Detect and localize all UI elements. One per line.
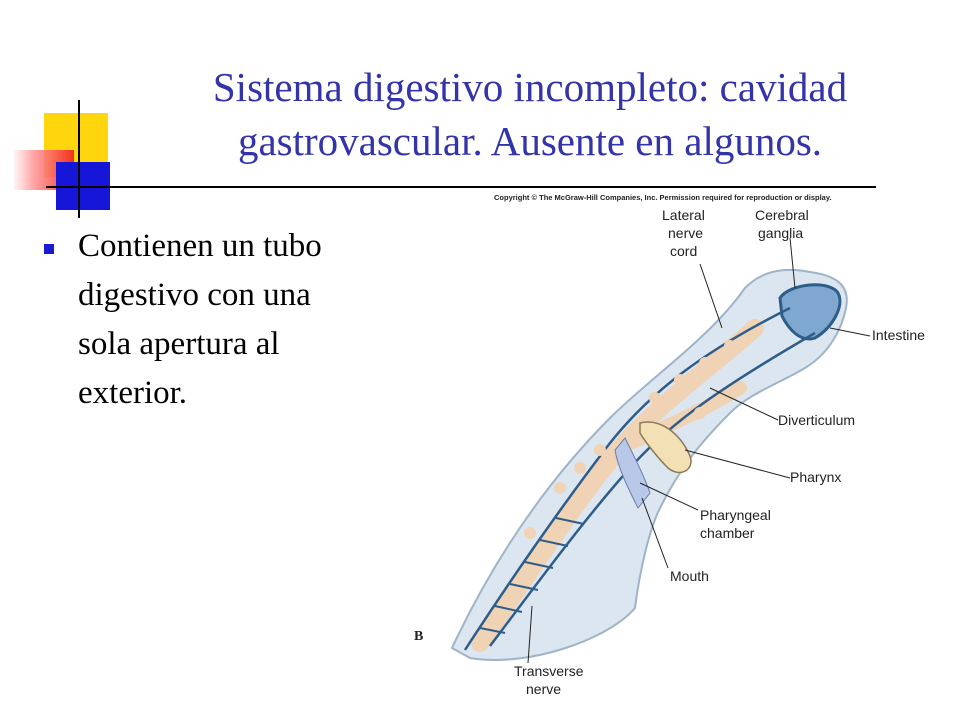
label-transverse-nerve: Transverse nerve — [514, 663, 587, 697]
cerebral-ganglia-loop — [778, 283, 842, 341]
title-divider-line — [46, 186, 876, 188]
worm-body — [450, 268, 848, 661]
bullet-text: Contienen un tubo digestivo con una sola… — [78, 228, 322, 411]
pharyngeal-chamber — [614, 437, 651, 509]
leader-lines — [527, 237, 871, 664]
title-line-2: gastrovascular. Ausente en algunos. — [237, 118, 823, 164]
copyright-text: Copyright © The McGraw-Hill Companies, I… — [494, 193, 832, 202]
pharynx — [639, 421, 692, 474]
lateral-nerve-cord-left — [463, 306, 791, 651]
slide-title: Sistema digestivo incompleto: cavidad ga… — [130, 60, 930, 168]
title-line-1: Sistema digestivo incompleto: cavidad — [212, 64, 848, 110]
label-pharynx: Pharynx — [790, 469, 841, 485]
panel-letter: B — [414, 629, 423, 644]
label-diverticulum: Diverticulum — [778, 412, 855, 428]
transverse-nerves — [479, 517, 585, 634]
decor-vertical-line — [78, 100, 80, 218]
flatworm-diagram: Copyright © The McGraw-Hill Companies, I… — [410, 188, 950, 716]
label-lateral-nerve-cord: Lateral nerve cord — [662, 207, 709, 259]
label-pharyngeal-chamber: Pharyngeal chamber — [700, 507, 775, 541]
label-intestine: Intestine — [872, 327, 925, 343]
intestine-branch — [613, 381, 747, 455]
label-cerebral-ganglia: Cerebral ganglia — [755, 207, 813, 241]
flatworm-illustration: Copyright © The McGraw-Hill Companies, I… — [414, 193, 925, 697]
bullet-square-icon — [44, 244, 54, 254]
label-mouth: Mouth — [670, 568, 709, 584]
